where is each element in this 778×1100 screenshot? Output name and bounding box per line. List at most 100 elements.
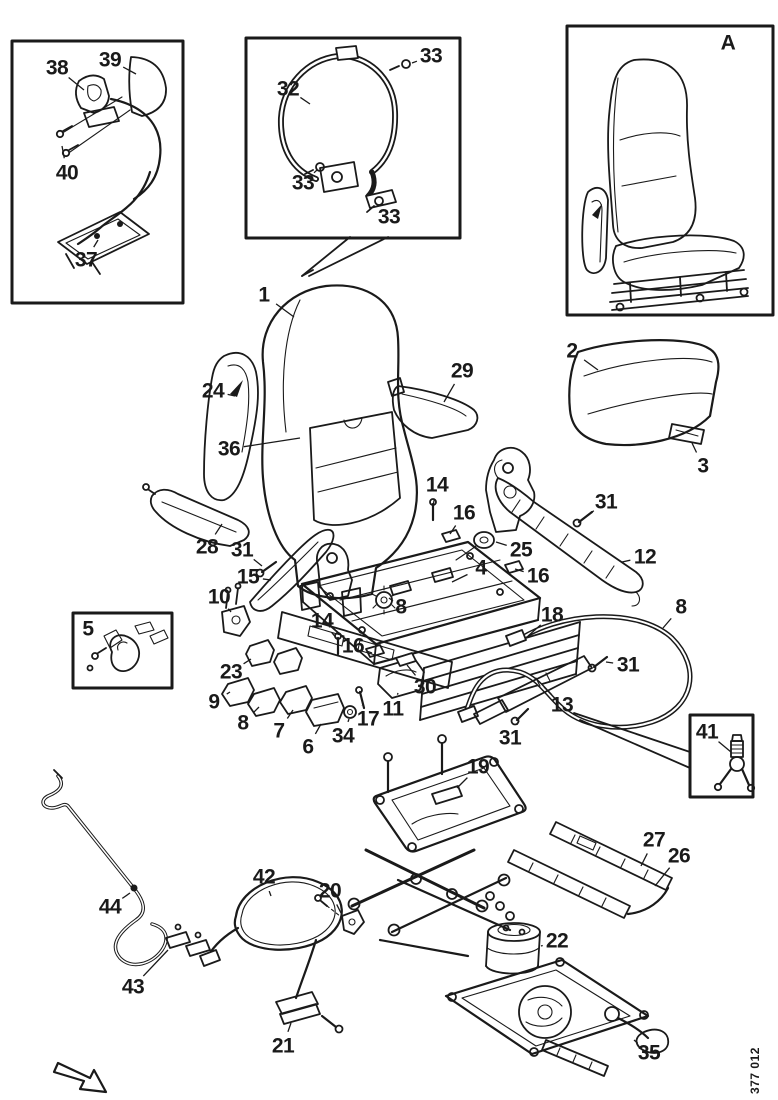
part-label-19: 19 — [466, 755, 490, 779]
cable-44 — [41, 769, 168, 967]
latch-blocks-23 — [245, 639, 303, 675]
part-label-37: 37 — [74, 248, 98, 272]
assembled-seat-back — [607, 58, 697, 249]
leader-line-4 — [451, 573, 468, 583]
seat-back-panel — [309, 411, 401, 526]
part-label-16: 16 — [341, 634, 365, 658]
leader-line-8 — [253, 706, 260, 713]
leader-line-31 — [587, 510, 595, 516]
leader-line-13 — [543, 686, 552, 695]
part-label-8: 8 — [395, 595, 407, 619]
part-label-14: 14 — [425, 473, 449, 497]
headrest-guide-plate — [128, 56, 167, 117]
assembled-seat-base — [609, 269, 749, 311]
bracket-21 — [275, 991, 344, 1034]
leader-line-44 — [121, 892, 131, 899]
part-label-25: 25 — [509, 538, 533, 562]
pin-17 — [355, 686, 366, 710]
part-label-24: 24 — [201, 379, 225, 403]
inset-assembled-seat-box — [565, 24, 775, 317]
part-label-39: 39 — [98, 48, 122, 72]
part-label-16: 16 — [526, 564, 550, 588]
assembled-seat-armrest — [581, 186, 609, 274]
leader-line-31 — [605, 661, 614, 664]
recliner-tower-right — [485, 446, 536, 533]
connectors-43 — [165, 923, 211, 957]
leader-line-22 — [540, 944, 543, 947]
part-label-10: 10 — [207, 585, 231, 609]
inset-seatbelt-box — [244, 36, 462, 277]
lever-35 — [541, 1006, 670, 1077]
part-label-18: 18 — [540, 603, 564, 627]
part-label-31: 31 — [594, 490, 618, 514]
part-label-23: 23 — [219, 660, 243, 684]
leader-line-40 — [61, 145, 65, 159]
part-label-27: 27 — [642, 828, 666, 852]
washer-34 — [343, 705, 357, 719]
part-label-12: 12 — [633, 545, 657, 569]
leader-line-3 — [691, 442, 698, 453]
leader-line-26 — [654, 867, 671, 887]
part-label-42: 42 — [252, 865, 276, 889]
leader-line-21 — [287, 1022, 292, 1033]
leader-line-33 — [313, 169, 318, 174]
part-label-28: 28 — [195, 535, 219, 559]
part-label-44: 44 — [98, 895, 122, 919]
bracket-20 — [314, 894, 365, 935]
pad-right — [387, 377, 479, 439]
part-label-7: 7 — [273, 719, 285, 743]
leader-line-31 — [253, 558, 263, 567]
assembled-seat-cushion — [612, 234, 745, 291]
inset-box-41 — [573, 712, 756, 799]
leader-line-14 — [331, 632, 339, 641]
part-label-8: 8 — [675, 595, 687, 619]
belt-bolts — [304, 59, 411, 213]
part-label-4: 4 — [475, 556, 487, 580]
part-label-A: A — [720, 31, 736, 55]
part-label-2: 2 — [566, 339, 578, 363]
part-label-31: 31 — [230, 538, 254, 562]
belt-latch — [365, 189, 397, 209]
part-label-40: 40 — [55, 161, 79, 185]
part-label-21: 21 — [271, 1034, 295, 1058]
leader-line-2 — [583, 359, 599, 371]
part-label-33: 33 — [377, 205, 401, 229]
leader-line-11 — [396, 692, 399, 695]
leader-line-16 — [366, 650, 373, 654]
part-label-5: 5 — [82, 617, 94, 641]
air-spring — [485, 922, 541, 975]
leader-line-9 — [226, 691, 231, 695]
bracket-10 — [221, 582, 251, 637]
part-label-11: 11 — [382, 697, 404, 721]
drawing-code: 377 012 — [748, 1047, 762, 1094]
part-label-14: 14 — [310, 609, 334, 633]
leader-line-12 — [621, 559, 631, 563]
leader-line-19 — [456, 777, 468, 789]
part-label-31: 31 — [616, 653, 640, 677]
headrest-clamp — [75, 74, 110, 114]
leader-line-14 — [432, 499, 435, 507]
part-label-29: 29 — [450, 359, 474, 383]
part-label-26: 26 — [667, 844, 691, 868]
cushion-handle — [668, 423, 705, 445]
leader-line-33 — [411, 60, 418, 64]
leader-line-30 — [406, 664, 417, 676]
leader-line-34 — [347, 718, 350, 723]
leader-line-25 — [495, 541, 507, 547]
belt-buckle — [319, 161, 359, 193]
recliner-tower-left — [316, 542, 353, 601]
leader-line-8 — [388, 597, 394, 602]
leader-line-42 — [268, 890, 272, 897]
part-label-35: 35 — [637, 1041, 661, 1065]
bracket-13 — [473, 655, 593, 725]
bowden-cable — [457, 614, 693, 730]
leader-line-28 — [214, 523, 223, 535]
part-label-33: 33 — [291, 171, 315, 195]
part-label-9: 9 — [208, 690, 220, 714]
leader-line-32 — [300, 96, 311, 105]
part-label-30: 30 — [413, 675, 437, 699]
leader-line-1 — [275, 303, 295, 318]
base-frame — [444, 957, 650, 1057]
